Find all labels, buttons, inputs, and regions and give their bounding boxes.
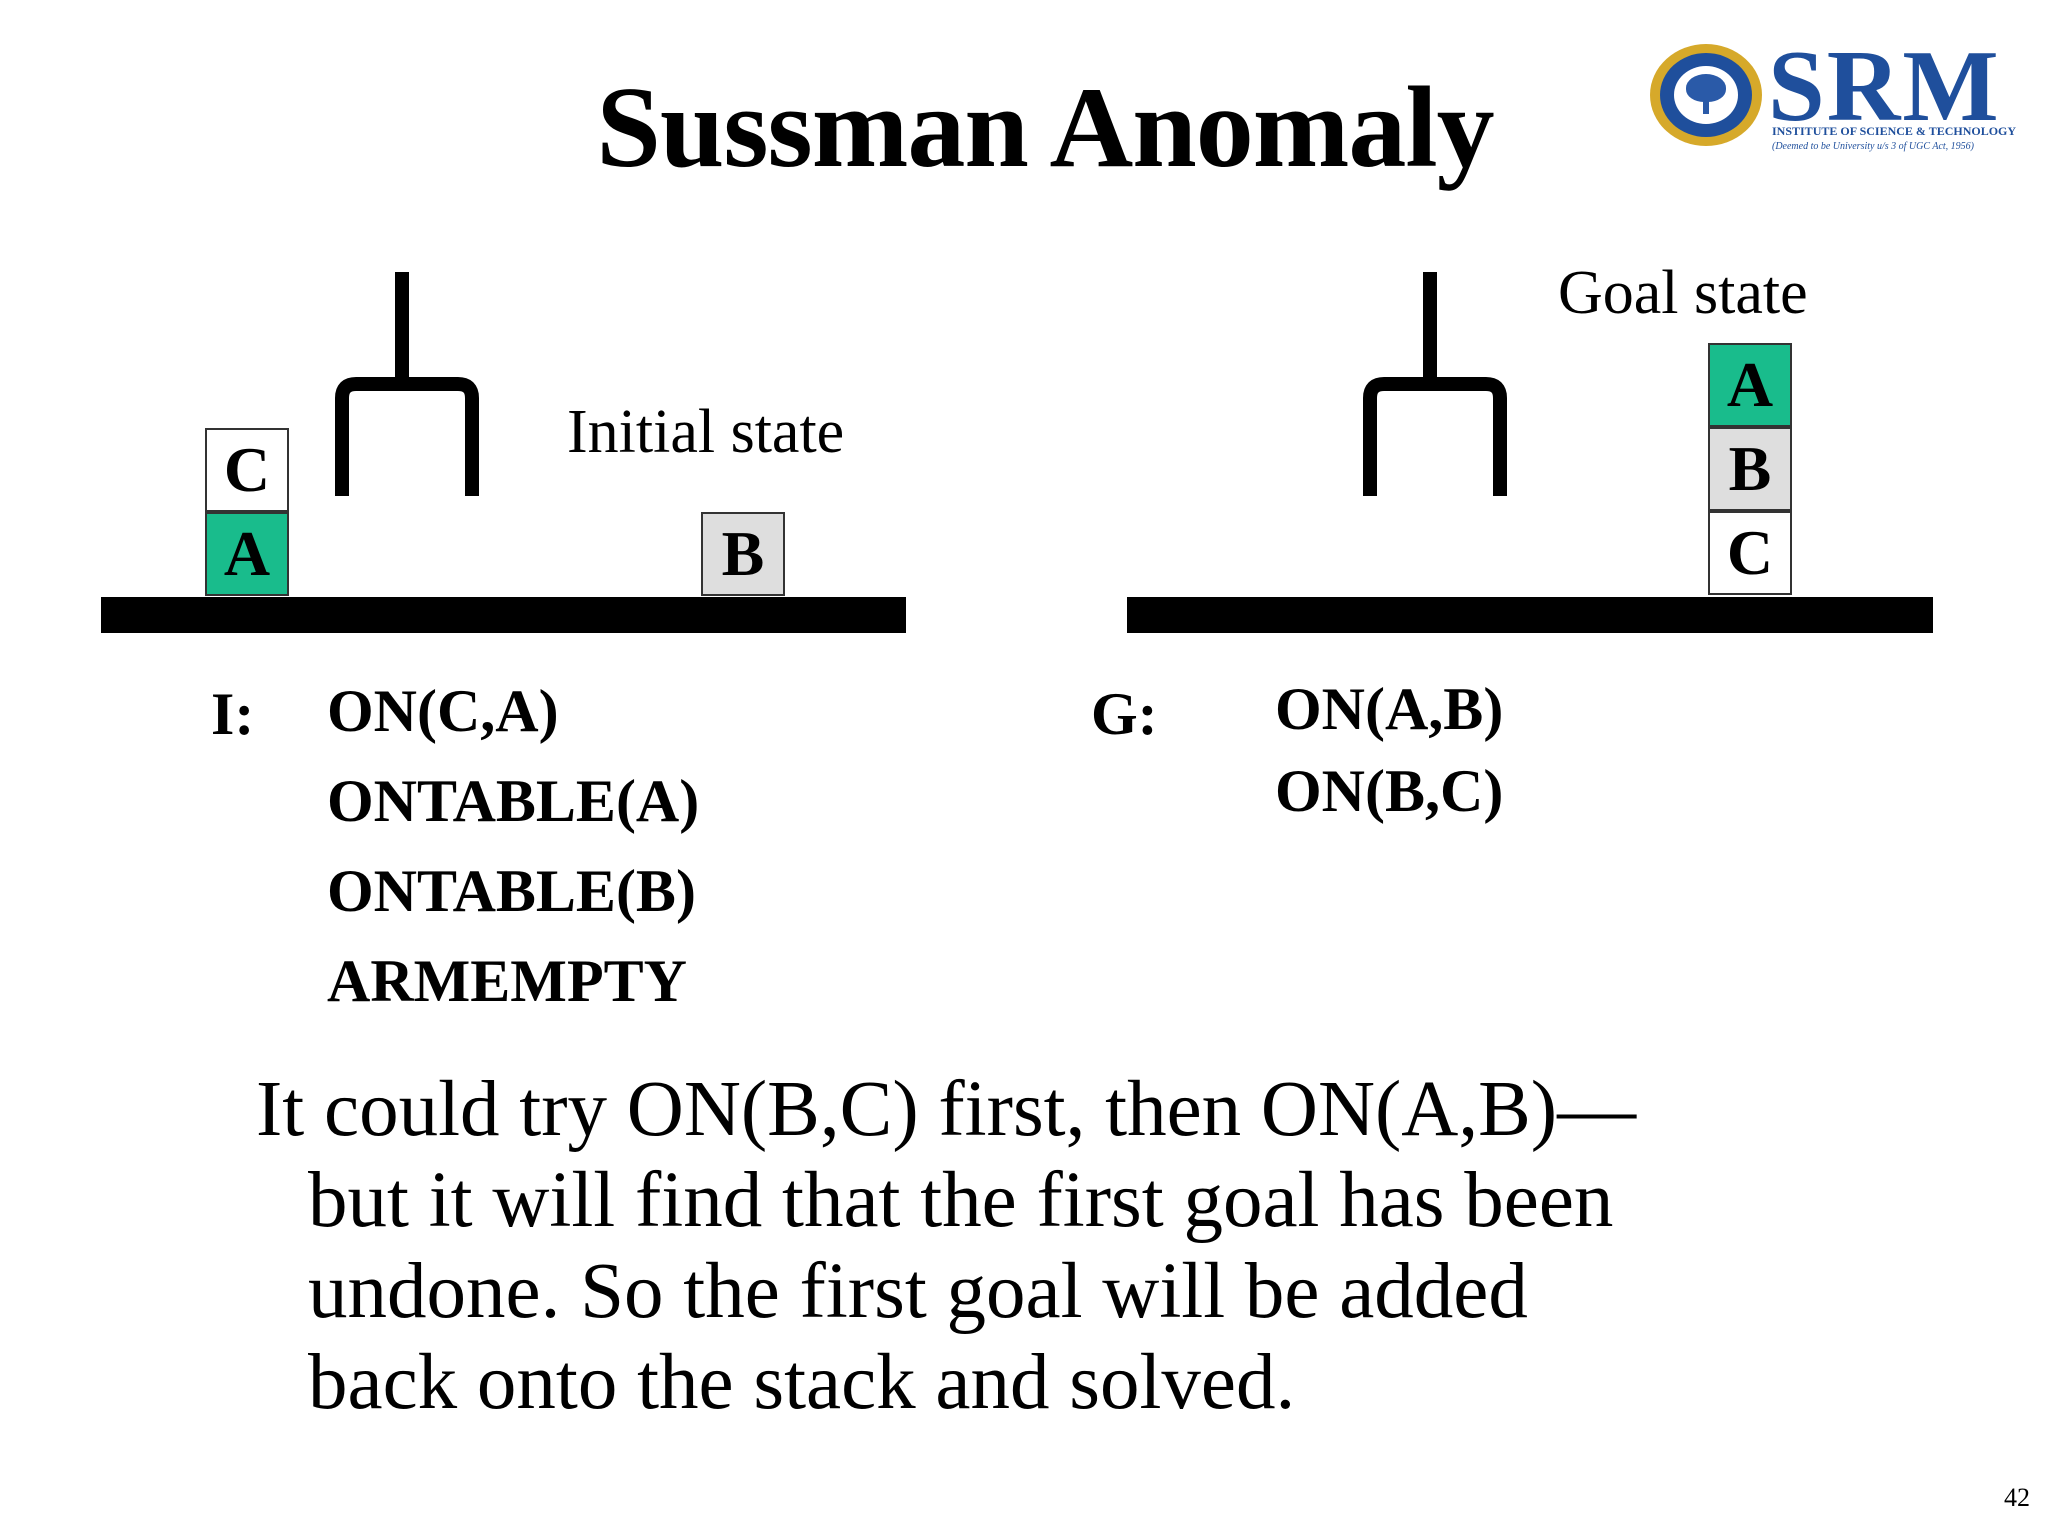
initial-block-c: C (205, 428, 289, 512)
goal-block-a: A (1708, 343, 1792, 427)
goal-state-label: Goal state (1558, 259, 1808, 327)
goal-predicate: ON(A,B) (1275, 676, 1504, 742)
goal-prefix: G: (1091, 681, 1158, 747)
initial-gripper-icon (335, 272, 479, 496)
logo-tagline: (Deemed to be University u/s 3 of UGC Ac… (1772, 141, 1974, 152)
slide-title: Sussman Anomaly (596, 64, 1494, 192)
goal-block-c: C (1708, 511, 1792, 595)
srm-logo: SRM INSTITUTE OF SCIENCE & TECHNOLOGY (D… (1650, 36, 2030, 160)
initial-predicate: ARMEMPTY (327, 948, 687, 1014)
srm-seal-icon (1650, 44, 1762, 146)
initial-predicate: ON(C,A) (327, 678, 559, 744)
goal-block-b: B (1708, 427, 1792, 511)
initial-state-label: Initial state (567, 398, 845, 466)
goal-table (1127, 597, 1933, 633)
paragraph-line: back onto the stack and solved. (308, 1339, 1296, 1426)
initial-table (101, 597, 906, 633)
initial-block-b: B (701, 512, 785, 596)
page-number: 42 (2004, 1483, 2030, 1512)
paragraph-line: but it will find that the first goal has… (308, 1157, 1614, 1244)
initial-predicate: ONTABLE(A) (327, 768, 700, 834)
initial-block-a: A (205, 512, 289, 596)
logo-subtitle: INSTITUTE OF SCIENCE & TECHNOLOGY (1772, 124, 2017, 138)
paragraph-line: undone. So the first goal will be added (308, 1248, 1528, 1335)
initial-prefix: I: (211, 681, 255, 747)
initial-predicate: ONTABLE(B) (327, 858, 696, 924)
goal-gripper-icon (1363, 272, 1507, 496)
logo-wordmark: SRM (1768, 30, 2001, 143)
goal-predicate: ON(B,C) (1275, 758, 1504, 824)
paragraph-line: It could try ON(B,C) first, then ON(A,B)… (256, 1066, 1637, 1153)
